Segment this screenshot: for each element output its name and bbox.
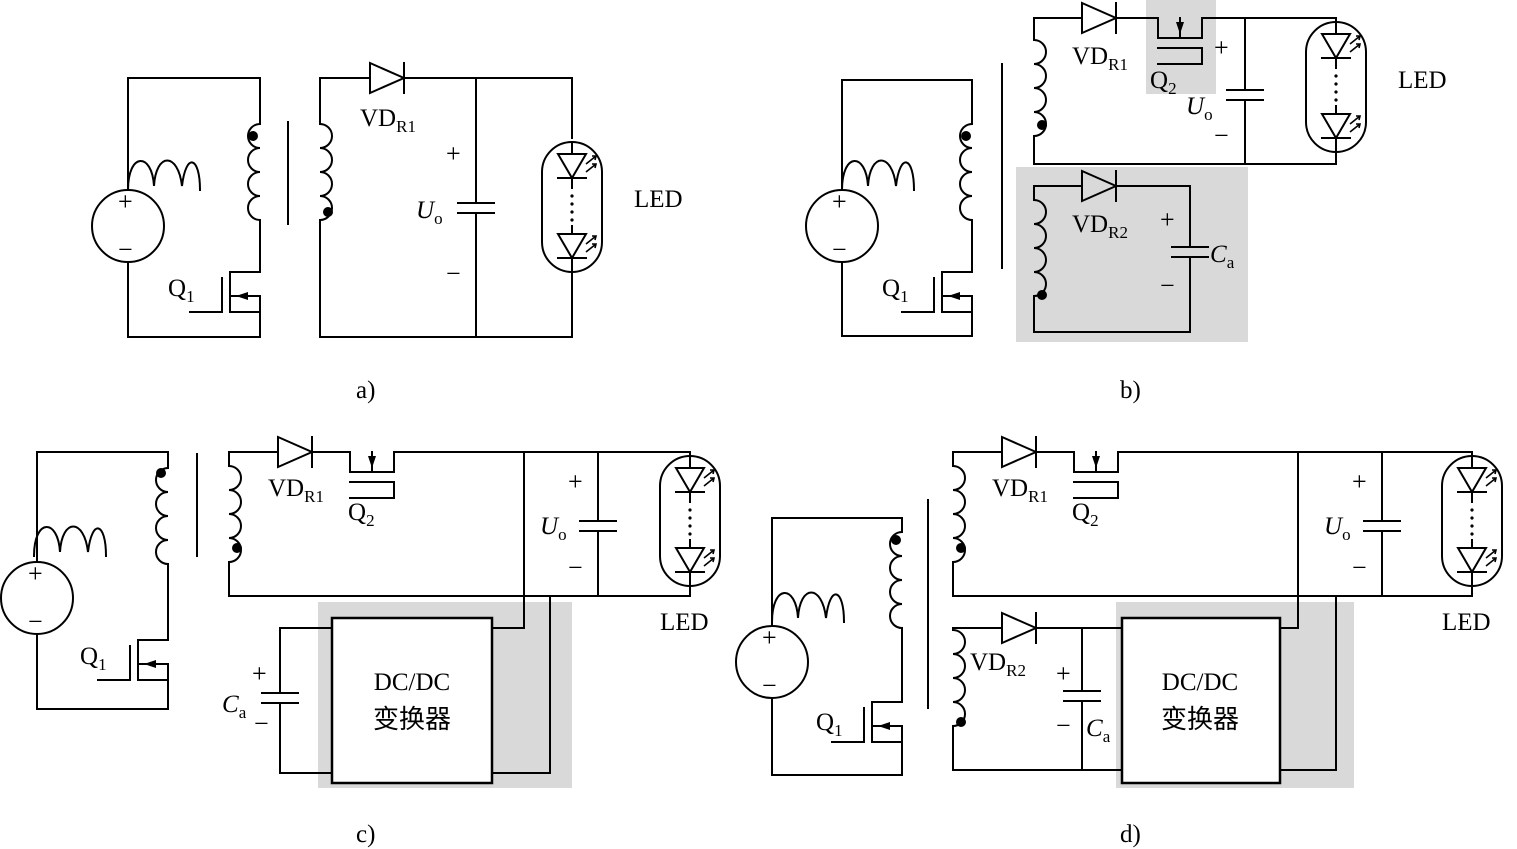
ca-label: Ca — [1086, 715, 1111, 746]
q1-label: Q1 — [80, 643, 107, 674]
uo-label: Uo — [1186, 93, 1213, 124]
uo-plus: + — [568, 467, 583, 496]
uo-minus: − — [568, 553, 583, 582]
led-label: LED — [1398, 67, 1447, 94]
diode-vdr2-label: VDR2 — [970, 649, 1026, 680]
ca-plus: + — [252, 659, 267, 688]
dot-marker — [956, 543, 966, 553]
q1-label: Q1 — [168, 275, 195, 306]
caption-c: c) — [356, 821, 375, 848]
panel-b: + − VDR1 Q2 + Uo − LED VDR2 + Ca − Q1 b) — [805, 0, 1447, 404]
ca-minus: − — [254, 709, 269, 738]
uo-plus: + — [446, 139, 461, 168]
caption-a: a) — [356, 377, 375, 404]
source-plus: + — [118, 187, 133, 216]
caption-b: b) — [1120, 377, 1141, 404]
uo-label: Uo — [1324, 513, 1351, 544]
dot-marker — [248, 131, 258, 141]
ca-minus: − — [1056, 711, 1071, 740]
source-minus: − — [28, 607, 43, 636]
dot-marker — [1037, 290, 1047, 300]
source-minus: − — [762, 671, 777, 700]
dcdc-converter-block — [1120, 616, 1282, 785]
converter-label-line1: DC/DC — [374, 669, 450, 696]
dcdc-converter-block — [330, 616, 494, 785]
converter-label-line1: DC/DC — [1162, 669, 1238, 696]
panel-a: + − VDR1 Q1 + Uo − LED a) — [91, 62, 683, 404]
source-plus: + — [762, 623, 777, 652]
diode-vdr2-label: VDR2 — [1072, 211, 1128, 242]
uo-plus: + — [1352, 467, 1367, 496]
q2-label: Q2 — [1150, 67, 1177, 98]
dot-marker — [956, 717, 966, 727]
ca-plus: + — [1056, 659, 1071, 688]
ca-label: Ca — [222, 691, 247, 722]
diode-vdr1-label: VDR1 — [992, 475, 1048, 506]
uo-label: Uo — [416, 197, 443, 228]
dot-marker — [961, 131, 971, 141]
q2-label: Q2 — [1072, 499, 1099, 530]
source-plus: + — [832, 187, 847, 216]
led-label: LED — [660, 609, 709, 636]
ca-label: Ca — [1210, 241, 1235, 272]
ca-plus: + — [1160, 205, 1175, 234]
panel-c: + − VDR1 Q2 + Uo − LED Q1 + Ca − DC/DC 变… — [0, 436, 721, 848]
uo-plus: + — [1214, 33, 1229, 62]
uo-minus: − — [1352, 553, 1367, 582]
converter-label-line2: 变换器 — [373, 705, 451, 735]
source-minus: − — [832, 235, 847, 264]
led-label: LED — [1442, 609, 1491, 636]
led-label: LED — [634, 186, 683, 213]
shaded-aux-region — [1016, 167, 1248, 342]
q1-label: Q1 — [816, 709, 843, 740]
dot-marker — [232, 543, 242, 553]
uo-label: Uo — [540, 513, 567, 544]
diode-vdr1-label: VDR1 — [268, 475, 324, 506]
q2-label: Q2 — [348, 499, 375, 530]
uo-minus: − — [1214, 121, 1229, 150]
dot-marker — [323, 207, 333, 217]
source-minus: − — [118, 235, 133, 264]
diode-vdr1-label: VDR1 — [360, 105, 416, 136]
ca-minus: − — [1160, 271, 1175, 300]
uo-minus: − — [446, 259, 461, 288]
diode-vdr1-label: VDR1 — [1072, 43, 1128, 74]
dot-marker — [1037, 120, 1047, 130]
source-plus: + — [28, 559, 43, 588]
q1-label: Q1 — [882, 275, 909, 306]
dot-marker — [156, 468, 166, 478]
dot-marker — [891, 535, 901, 545]
converter-label-line2: 变换器 — [1161, 705, 1239, 735]
caption-d: d) — [1120, 821, 1141, 848]
panel-d: + − VDR1 Q2 + Uo − LED VDR2 + − Ca Q1 DC… — [735, 436, 1503, 848]
